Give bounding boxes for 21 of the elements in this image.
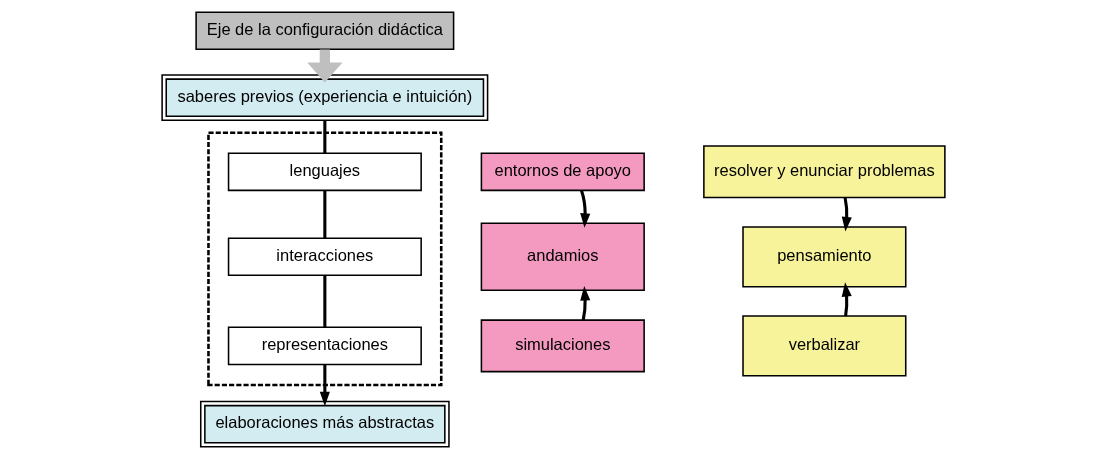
node-box: saberes previos (experiencia e intuición) (160, 74, 488, 122)
node-box: lenguajes (227, 152, 422, 192)
arrow (841, 197, 852, 232)
node-box: representaciones (227, 326, 422, 366)
arrow (579, 189, 590, 228)
cluster (206, 131, 443, 387)
connector (322, 120, 326, 154)
node-box: interacciones (227, 237, 422, 277)
node-box: Eje de la configuración didáctica (194, 11, 454, 51)
arrow (319, 364, 330, 407)
node-box: pensamiento (741, 226, 906, 288)
node-box: verbalizar (741, 315, 906, 377)
connector (322, 190, 326, 239)
node-box: entornos de apoyo (480, 152, 645, 192)
node-box: andamios (480, 222, 645, 292)
node-box: resolver y enunciar problemas (702, 145, 946, 199)
node-box: simulaciones (480, 319, 645, 373)
arrow (841, 282, 852, 317)
arrow (579, 286, 590, 321)
connector (322, 275, 326, 328)
node-box: elaboraciones más abstractas (199, 400, 450, 448)
